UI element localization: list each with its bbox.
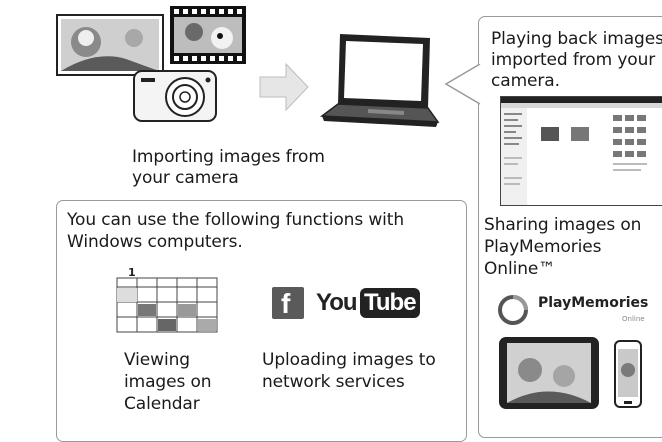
youtube-tube: Tube <box>360 288 420 318</box>
playback-screenshot <box>500 96 662 206</box>
tablet-icon <box>498 336 600 410</box>
laptop-icon <box>318 30 440 132</box>
youtube-you: You <box>316 289 358 316</box>
import-caption: Importing images from your camera <box>132 147 325 188</box>
camera-icon <box>133 70 217 122</box>
sharing-text: Sharing images on PlayMemories Online™ <box>484 215 642 279</box>
arrow-right-icon <box>258 62 310 112</box>
callout-pointer <box>444 64 482 108</box>
windows-heading: You can use the following functions with… <box>67 210 405 252</box>
facebook-letter: f <box>281 288 291 319</box>
calendar-number: 1 <box>128 266 136 279</box>
photo-stack-icon <box>56 14 164 76</box>
phone-icon <box>614 340 642 408</box>
calendar-caption: Viewing images on Calendar <box>124 350 212 414</box>
film-strip-icon <box>170 6 246 64</box>
facebook-icon: f <box>272 287 304 319</box>
calendar-icon: 1 <box>114 266 220 334</box>
windows-functions-box <box>56 200 467 442</box>
playmemories-logo: PlayMemories Online <box>498 293 658 327</box>
playmemories-brand: PlayMemories <box>538 295 649 311</box>
youtube-logo: You Tube <box>316 287 420 319</box>
playback-text: Playing back images imported from your c… <box>491 29 662 91</box>
upload-caption: Uploading images to network services <box>262 350 436 392</box>
playmemories-sub: Online <box>622 315 645 323</box>
